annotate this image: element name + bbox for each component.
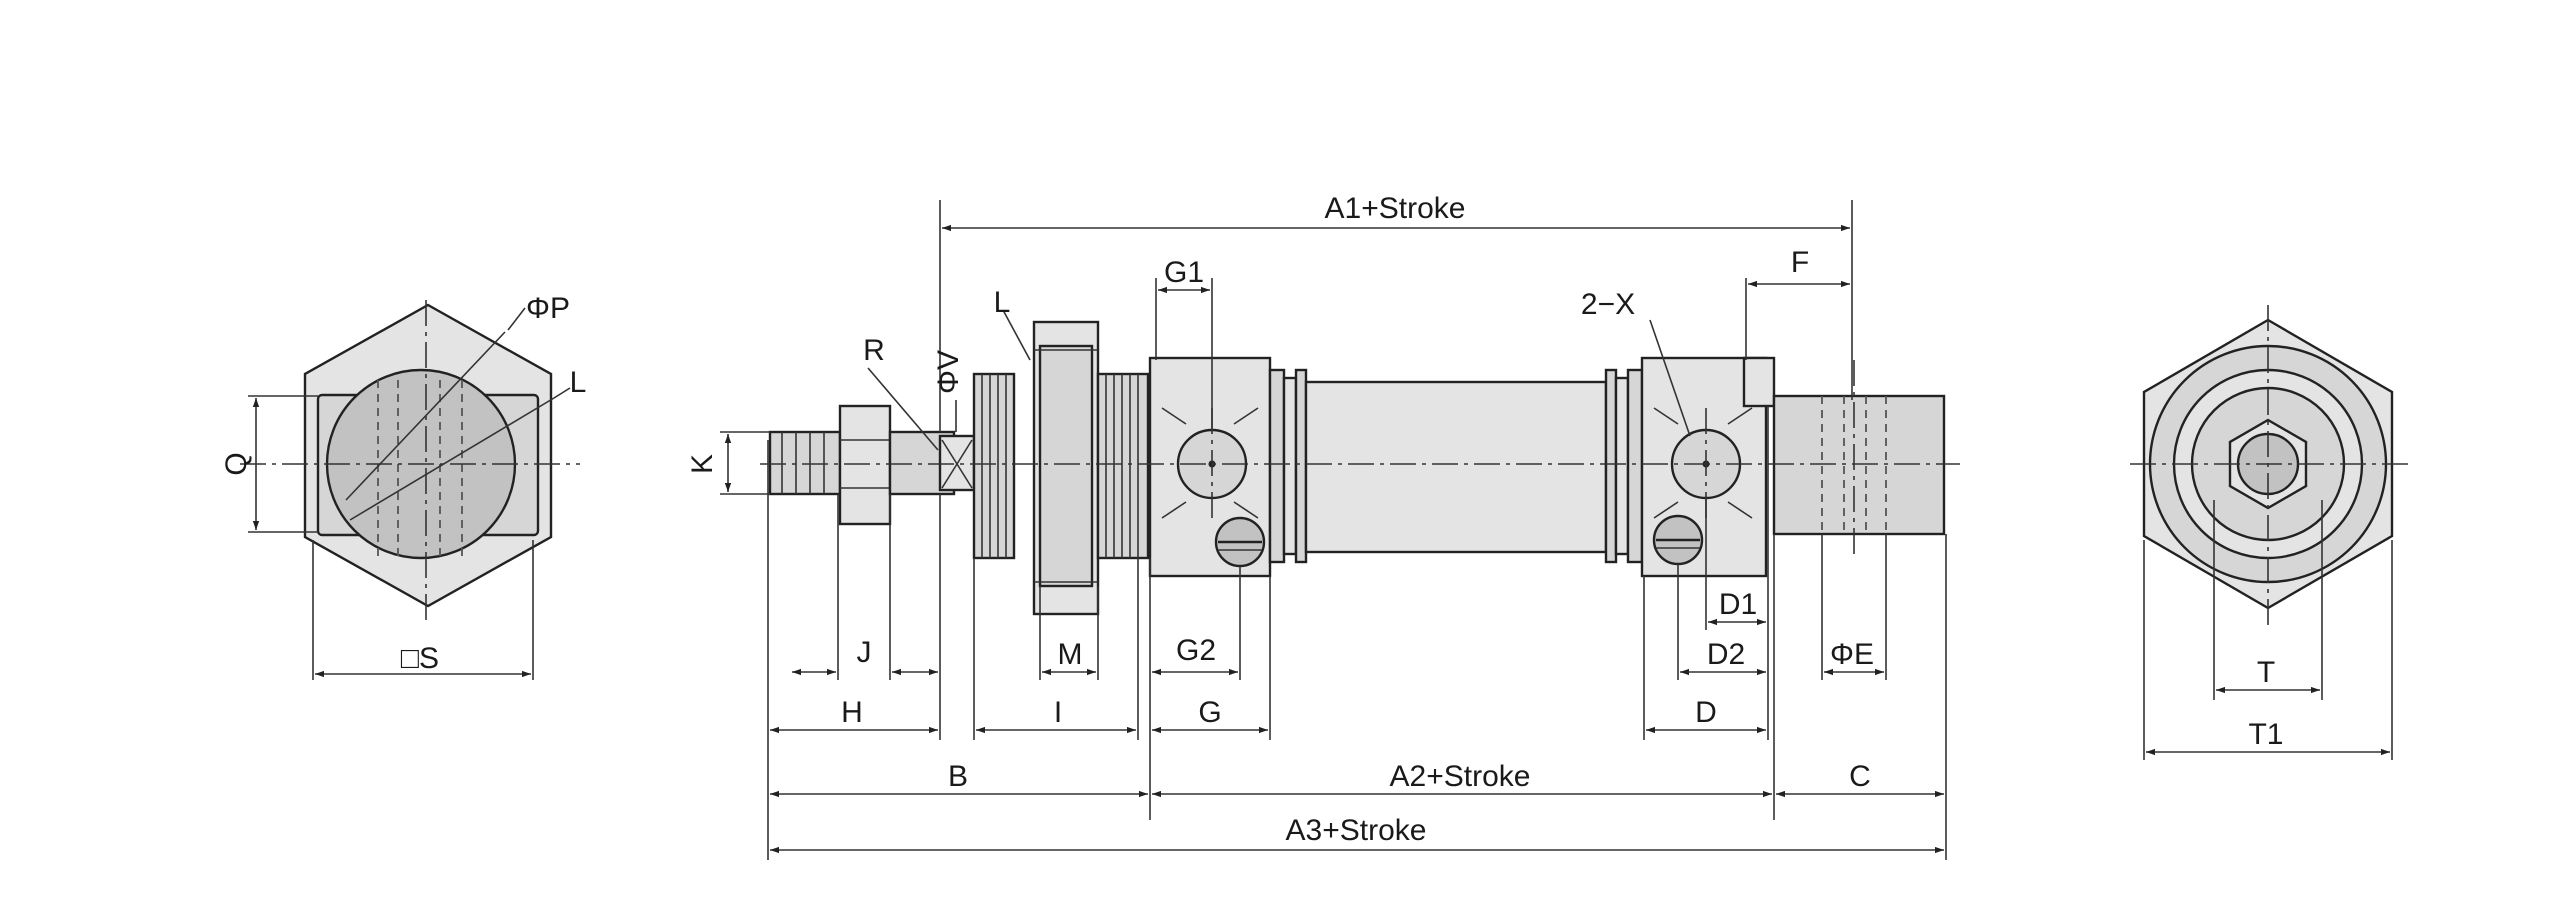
label-c: C: [1849, 760, 1871, 793]
label-l-side: L: [994, 286, 1011, 319]
label-b: B: [948, 760, 968, 793]
label-d1: D1: [1719, 588, 1757, 621]
label-a1-stroke: A1+Stroke: [1325, 192, 1466, 225]
label-t1: T1: [2248, 718, 2283, 751]
label-f: F: [1791, 246, 1809, 279]
left-end-view: [240, 300, 580, 680]
label-a2-stroke: A2+Stroke: [1390, 760, 1531, 793]
label-j: J: [857, 636, 872, 669]
label-phi-e: ΦE: [1830, 638, 1874, 671]
label-d2: D2: [1707, 638, 1745, 671]
label-i: I: [1054, 696, 1062, 729]
label-r: R: [863, 334, 885, 367]
label-phi-v: ΦV: [932, 350, 965, 394]
right-end-view: [2130, 305, 2410, 760]
label-h: H: [841, 696, 863, 729]
label-d: D: [1695, 696, 1717, 729]
label-a3-stroke: A3+Stroke: [1286, 814, 1427, 847]
label-phi-p: ΦP: [526, 292, 570, 325]
label-g1: G1: [1164, 256, 1204, 289]
label-l-left: L: [570, 366, 587, 399]
label-q: Q: [220, 452, 253, 475]
label-m: M: [1058, 638, 1083, 671]
label-t: T: [2257, 656, 2275, 689]
label-g2: G2: [1176, 634, 1216, 667]
label-g: G: [1198, 696, 1221, 729]
cylinder-side-view: [720, 200, 1960, 860]
label-k: K: [686, 454, 719, 474]
label-2-x: 2−X: [1581, 288, 1635, 321]
label-s: □S: [401, 642, 439, 675]
